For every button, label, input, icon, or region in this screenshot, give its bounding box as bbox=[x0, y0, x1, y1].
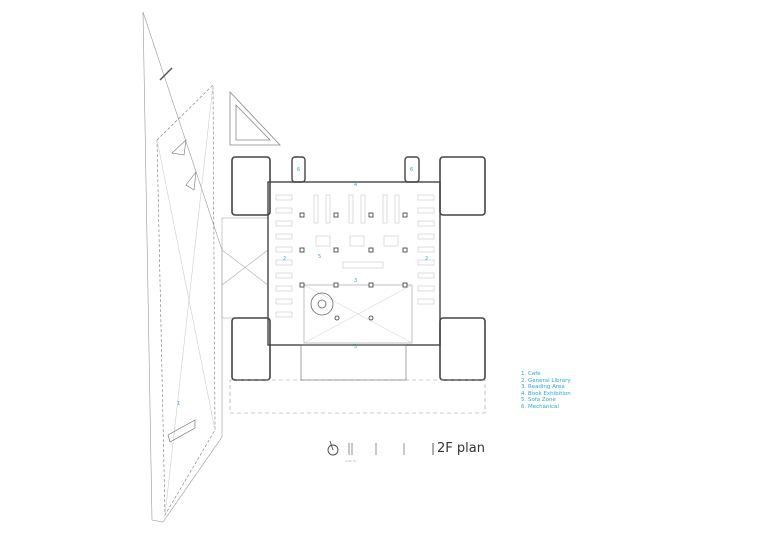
svg-text:2: 2 bbox=[425, 256, 428, 262]
svg-text:1: 1 bbox=[177, 401, 180, 407]
svg-text:3: 3 bbox=[354, 344, 357, 350]
svg-text:5: 5 bbox=[318, 254, 321, 260]
svg-text:unit: m: unit: m bbox=[345, 459, 356, 463]
svg-text:2: 2 bbox=[283, 256, 286, 262]
corridor-link bbox=[221, 217, 269, 319]
svg-text:6: 6 bbox=[410, 167, 413, 173]
legend-item: 2. General Library bbox=[521, 377, 571, 384]
legend-item: 6. Mechanical bbox=[521, 403, 559, 410]
triangle-skylight bbox=[229, 90, 281, 146]
legend-item: 4. Book Exhibition bbox=[521, 390, 571, 397]
left-wedge bbox=[142, 11, 223, 523]
svg-text:3: 3 bbox=[354, 278, 357, 284]
main-building bbox=[229, 156, 486, 414]
plan-labels: 6 6 4 2 2 3 3 5 1 bbox=[177, 167, 428, 407]
columns bbox=[299, 212, 408, 321]
legend-item: 5. Sofa Zone bbox=[521, 397, 556, 404]
svg-text:4: 4 bbox=[354, 182, 357, 188]
legend-item: 3. Reading Area bbox=[521, 384, 565, 391]
drawing-title: 2F plan bbox=[437, 441, 485, 456]
legend-item: 1. Cafe bbox=[521, 371, 541, 377]
north-arrow-icon bbox=[327, 440, 339, 456]
svg-text:6: 6 bbox=[297, 167, 300, 173]
scale-bar: unit: m bbox=[345, 443, 434, 463]
shelving bbox=[275, 194, 435, 318]
legend: 1. Cafe 2. General Library 3. Reading Ar… bbox=[521, 371, 571, 411]
